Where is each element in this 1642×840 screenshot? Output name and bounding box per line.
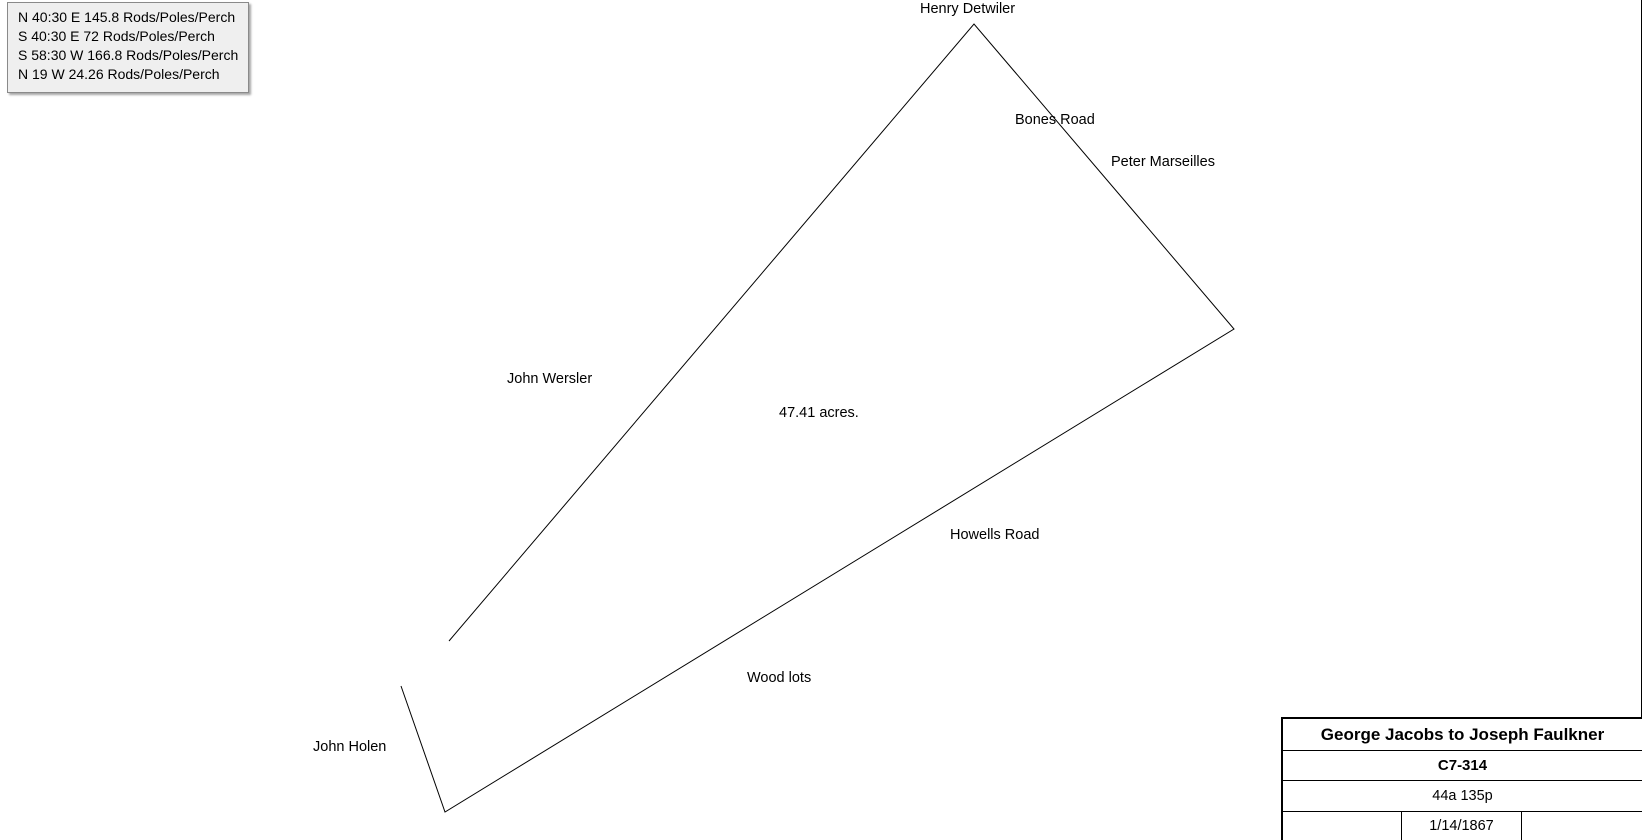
date-row-left-cell — [1283, 812, 1402, 840]
deed-call-1: N 40:30 E 145.8 Rods/Poles/Perch — [18, 9, 236, 25]
deed-call-2: S 40:30 E 72 Rods/Poles/Perch — [18, 28, 215, 44]
neighbor-label-henry-detwiler: Henry Detwiler — [920, 1, 1016, 17]
neighbor-label-john-wersler: John Wersler — [507, 371, 593, 387]
neighbor-label-john-holen: John Holen — [313, 739, 387, 755]
deed-call-4: N 19 W 24.26 Rods/Poles/Perch — [18, 66, 220, 82]
acreage-label: 47.41 acres. — [779, 405, 859, 421]
deed-calls-box: N 40:30 E 145.8 Rods/Poles/Perch S 40:30… — [7, 2, 249, 93]
deed-date: 1/14/1867 — [1402, 812, 1522, 840]
road-label-howells-road: Howells Road — [950, 527, 1040, 543]
book-page-reference: C7-314 — [1283, 751, 1642, 781]
date-row-right-cell — [1522, 812, 1642, 840]
deed-area: 44a 135p — [1283, 781, 1642, 812]
road-label-bones-road: Bones Road — [1015, 112, 1095, 128]
date-row: 1/14/1867 — [1283, 812, 1642, 840]
neighbor-label-wood-lots: Wood lots — [747, 670, 812, 686]
neighbor-label-peter-marseilles: Peter Marseilles — [1111, 154, 1215, 170]
tract-boundary-line — [400, 23, 1235, 813]
title-block: George Jacobs to Joseph Faulkner C7-314 … — [1281, 717, 1642, 840]
deed-call-3: S 58:30 W 166.8 Rods/Poles/Perch — [18, 47, 239, 63]
deed-title: George Jacobs to Joseph Faulkner — [1283, 719, 1642, 751]
